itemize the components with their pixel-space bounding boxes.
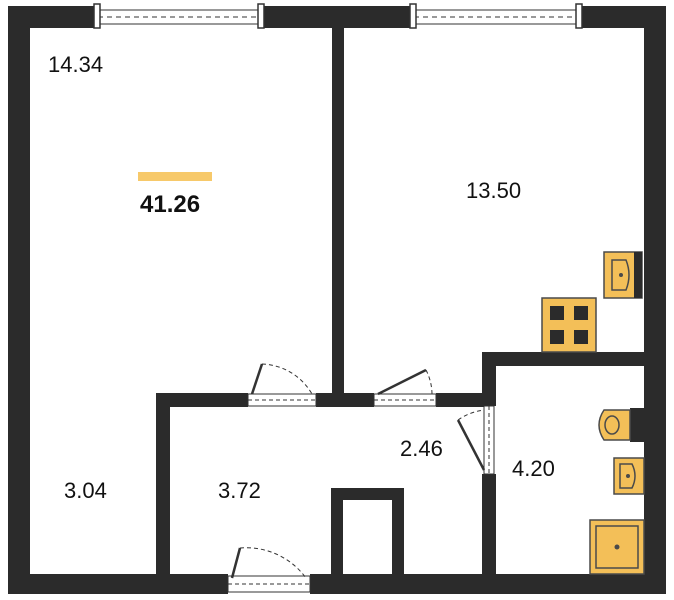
corridor-area-label: 2.46 xyxy=(400,436,443,461)
room-area-label: 14.34 xyxy=(48,52,103,77)
door-entrance xyxy=(227,547,311,593)
wall-bath-top xyxy=(482,352,644,366)
wall-left xyxy=(8,6,30,594)
window-kitchen xyxy=(409,3,583,29)
wall-top-left xyxy=(8,6,98,28)
wall-hall-top-middle xyxy=(316,393,374,407)
bathroom-area-label: 4.20 xyxy=(512,456,555,481)
washbasin-icon xyxy=(613,457,645,495)
wall-hall-left xyxy=(156,393,170,574)
wall-hall-top-right xyxy=(436,393,494,407)
hall-area-label: 3.72 xyxy=(218,478,261,503)
wall-partition-room-kitchen xyxy=(332,28,344,398)
stove-icon xyxy=(541,297,597,353)
loggia-area-label: 3.04 xyxy=(64,478,107,503)
windows xyxy=(93,3,583,29)
walls xyxy=(8,6,666,594)
door-kitchen xyxy=(373,368,437,407)
shower-icon xyxy=(589,519,645,575)
wall-hall-top-left xyxy=(156,393,248,407)
wall-bottom-left xyxy=(8,574,228,594)
fixtures xyxy=(541,251,645,575)
window-room xyxy=(93,3,265,29)
total-area-label: 41.26 xyxy=(140,191,200,218)
total-area-accent-bar xyxy=(138,172,212,181)
kitchen-area-label: 13.50 xyxy=(466,178,521,203)
wall-right xyxy=(644,6,666,594)
door-room xyxy=(247,363,317,407)
wall-bath-left-lower xyxy=(482,474,496,574)
wall-bottom-right xyxy=(310,574,666,594)
door-bathroom xyxy=(456,405,495,475)
wall-bath-left-upper xyxy=(482,352,496,406)
toilet-icon xyxy=(598,408,644,442)
doors xyxy=(227,363,495,593)
wall-top-middle xyxy=(262,6,414,28)
wall-closet xyxy=(331,488,404,574)
kitchen-sink-icon xyxy=(603,251,643,299)
